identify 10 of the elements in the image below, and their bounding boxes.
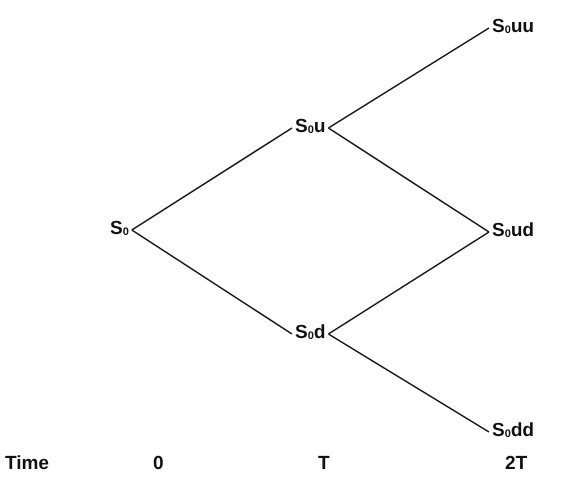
tree-branch xyxy=(131,127,292,231)
axis-title: Time xyxy=(5,452,50,476)
tree-branch xyxy=(328,333,490,433)
time-tick-label: T xyxy=(318,452,330,476)
tree-branch xyxy=(328,27,490,129)
time-tick-label: 0 xyxy=(153,452,164,476)
time-tick-label: 2T xyxy=(505,452,528,476)
tree-branch xyxy=(328,231,490,335)
tree-branch xyxy=(328,127,490,233)
tree-branch xyxy=(131,229,292,335)
